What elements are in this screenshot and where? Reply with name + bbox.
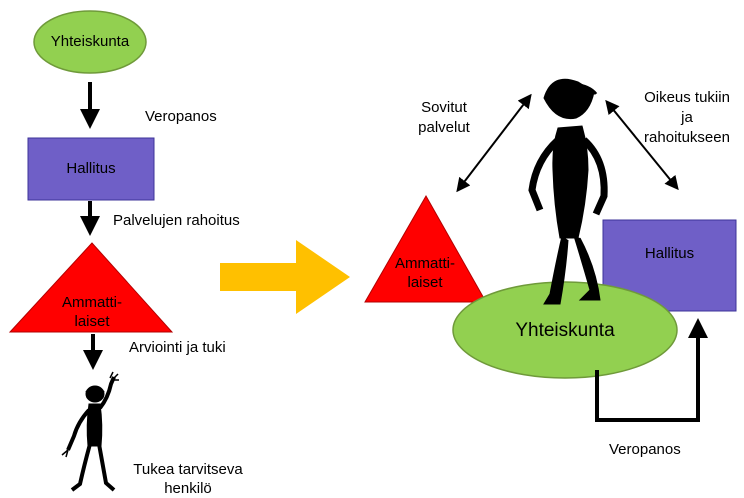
professionals-line1: Ammatti- [62, 294, 122, 311]
professionals-triangle-left [8, 242, 174, 333]
big-transition-arrow [220, 240, 350, 314]
government-label-right: Hallitus [644, 245, 695, 262]
tax-label-right: Veropanos [609, 441, 681, 458]
arrow-government-figure [605, 99, 679, 191]
rights-label: Oikeus tukiin ja rahoitukseen [630, 88, 744, 148]
person-label-line1: Tukea tarvitseva [133, 461, 243, 478]
society-ellipse-left [33, 10, 147, 74]
government-label-left: Hallitus [66, 160, 116, 177]
tailored-line2: palvelut [418, 119, 470, 136]
tax-loop-arrow [595, 318, 708, 422]
person-label: Tukea tarvitseva henkilö [118, 460, 258, 498]
society-label-left: Yhteiskunta [50, 33, 130, 50]
person-label-line2: henkilö [164, 480, 212, 497]
society-label-right: Yhteiskunta [515, 320, 615, 341]
professionals-label-left: Ammatti- laiset [32, 293, 152, 331]
rights-line1: Oikeus tukiin [644, 89, 730, 106]
arrow-professionals-figure [456, 93, 532, 193]
tailored-line1: Sovitut [421, 99, 467, 116]
assessment-label: Arviointi ja tuki [129, 339, 226, 356]
professionals-line2: laiset [74, 313, 110, 330]
professionals-label-right: Ammatti- laiset [385, 254, 465, 292]
government-box-left [27, 137, 155, 201]
professionals-right-line2: laiset [407, 274, 443, 291]
person-silhouette-icon [528, 78, 608, 305]
rights-line2: ja [681, 109, 693, 126]
tax-label-left: Veropanos [145, 108, 217, 125]
tailored-services-label: Sovitut palvelut [402, 98, 486, 138]
rights-line3: rahoitukseen [644, 129, 730, 146]
professionals-right-line1: Ammatti- [395, 255, 455, 272]
professionals-triangle-right [364, 194, 487, 303]
society-ellipse-right [452, 281, 678, 379]
funding-label: Palvelujen rahoitus [113, 212, 240, 229]
person-silhouette-icon [61, 371, 119, 492]
